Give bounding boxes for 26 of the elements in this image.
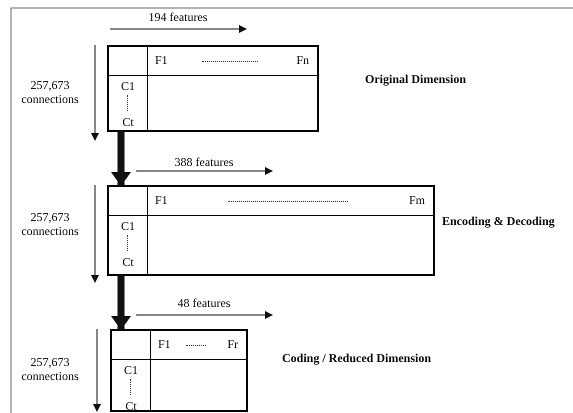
dimension-label: 388 features	[174, 155, 234, 169]
column-header: F1	[158, 337, 171, 351]
row-header: C1	[120, 219, 136, 233]
row-header: Ct	[124, 399, 138, 413]
row-header: Ct	[121, 115, 135, 129]
section-title: Original Dimension	[365, 72, 466, 86]
matrix-table	[110, 329, 248, 412]
matrix-table	[107, 45, 319, 132]
dimension-label: 257,673 connections	[20, 355, 80, 383]
block-arrow	[111, 276, 131, 330]
dimension-label: 257,673 connections	[20, 210, 80, 238]
row-header: C1	[122, 363, 139, 377]
dimension-label: 48 features	[176, 296, 232, 310]
column-header: Fn	[296, 53, 309, 67]
block-arrow	[111, 132, 131, 186]
row-header: C1	[120, 79, 136, 93]
column-header: F1	[155, 53, 168, 67]
dimension-label: 194 features	[148, 10, 208, 24]
column-header: F1	[155, 193, 168, 207]
section-title: Coding / Reduced Dimension	[282, 351, 432, 365]
dimension-label: 257,673 connections	[20, 78, 80, 106]
column-header: Fr	[227, 337, 238, 351]
matrix-table	[107, 185, 435, 276]
section-title: Encoding & Decoding	[442, 214, 555, 228]
row-header: Ct	[121, 255, 135, 269]
column-header: Fm	[408, 193, 425, 207]
